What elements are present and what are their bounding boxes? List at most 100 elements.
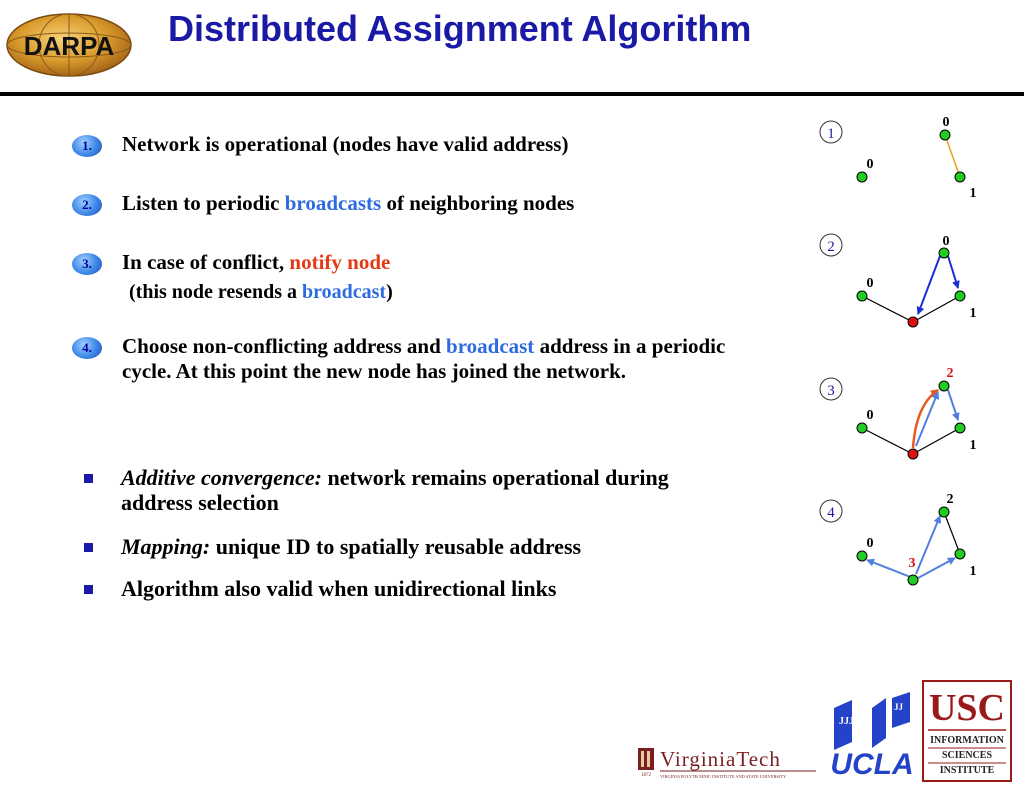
keyword-broadcast: broadcast bbox=[302, 281, 387, 303]
node-new bbox=[907, 574, 919, 586]
panel-step-circle bbox=[819, 377, 843, 401]
svg-text:JJ: JJ bbox=[894, 702, 904, 712]
keyword-broadcasts: broadcasts bbox=[284, 191, 382, 215]
link-line bbox=[861, 295, 914, 323]
node-label-left: 0 bbox=[867, 536, 874, 551]
step-number-badge: 2. bbox=[72, 194, 102, 216]
step-3-subtext: (this node resends a broadcast) bbox=[129, 281, 393, 304]
node-label-left: 0 bbox=[867, 157, 874, 172]
bullet-body: network remains operational during addre… bbox=[121, 465, 669, 515]
bullet-body: unique ID to spatially reusable address bbox=[210, 534, 582, 559]
svg-text:JJJ: JJJ bbox=[839, 716, 854, 727]
step-text: Choose non-conflicting address and broad… bbox=[122, 334, 772, 384]
panel-step-label: 4 bbox=[827, 505, 835, 521]
node-left bbox=[856, 290, 868, 302]
broadcast-arrow bbox=[866, 558, 914, 579]
step-text: Listen to periodic broadcasts of neighbo… bbox=[122, 191, 782, 216]
step-text: In case of conflict, notify node bbox=[122, 250, 782, 275]
subtext-before: (this node resends a bbox=[129, 281, 302, 303]
step-number-badge: 4. bbox=[72, 337, 102, 359]
step-text-before: Listen to periodic bbox=[122, 191, 285, 215]
node-right bbox=[954, 548, 966, 560]
node-label-right: 1 bbox=[970, 438, 977, 453]
link-line bbox=[944, 134, 961, 178]
node-label-top: 2 bbox=[947, 492, 954, 507]
node-label-left: 0 bbox=[867, 276, 874, 291]
keyword-broadcast: broadcast bbox=[446, 334, 535, 358]
node-label-right: 1 bbox=[970, 564, 977, 579]
bullet-text: Mapping: unique ID to spatially reusable… bbox=[121, 534, 721, 559]
bullet-text: Algorithm also valid when unidirectional… bbox=[121, 576, 557, 601]
title-divider bbox=[0, 92, 1024, 96]
usc-wordmark: USC bbox=[929, 687, 1005, 729]
node-label-top: 2 bbox=[947, 366, 954, 381]
panel-step-circle bbox=[819, 499, 843, 523]
broadcast-arrow bbox=[915, 515, 942, 575]
bullet-square-icon bbox=[84, 585, 93, 594]
broadcast-arrow bbox=[947, 255, 960, 289]
bullet-square-icon bbox=[84, 474, 93, 483]
node-top bbox=[938, 247, 950, 259]
node-left bbox=[856, 171, 868, 183]
diagram-panel-2: 2 0 0 1 bbox=[819, 233, 977, 328]
usc-line-2: SCIENCES bbox=[942, 750, 992, 761]
node-right bbox=[954, 171, 966, 183]
diagram-panel-4: 4 2 0 1 3 bbox=[819, 492, 977, 586]
usc-isi-logo: USC INFORMATION SCIENCES INSTITUTE bbox=[922, 680, 1012, 782]
node-label-bottom: 3 bbox=[909, 556, 916, 571]
vt-wordmark: VirginiaTech bbox=[660, 747, 781, 771]
usc-line-1: INFORMATION bbox=[930, 735, 1004, 746]
bullet-emphasis: Additive convergence: bbox=[121, 465, 322, 490]
bullet-text: Additive convergence: network remains op… bbox=[121, 465, 721, 515]
keyword-notify-node: notify node bbox=[289, 250, 391, 274]
diagram-panel-3: 3 2 0 1 bbox=[819, 366, 977, 460]
link-line bbox=[943, 511, 961, 555]
node-label-left: 0 bbox=[867, 408, 874, 423]
link-line bbox=[912, 427, 961, 455]
step-text-before: Choose non-conflicting address and bbox=[122, 334, 447, 358]
panel-step-circle bbox=[819, 233, 843, 257]
link-line bbox=[912, 295, 961, 323]
node-top bbox=[939, 129, 951, 141]
node-left bbox=[856, 550, 868, 562]
link-line bbox=[861, 427, 914, 455]
node-label-top: 0 bbox=[943, 234, 950, 249]
node-label-right: 1 bbox=[970, 186, 977, 201]
broadcast-arrow bbox=[915, 391, 940, 447]
node-right bbox=[954, 290, 966, 302]
usc-line-3: INSTITUTE bbox=[940, 765, 995, 776]
step-text: Network is operational (nodes have valid… bbox=[122, 132, 569, 156]
step-number-badge: 3. bbox=[72, 253, 102, 275]
bullet-emphasis: Mapping: bbox=[121, 534, 211, 559]
panel-step-label: 3 bbox=[827, 383, 835, 399]
diagram-panel-1: 1 0 0 1 bbox=[819, 115, 977, 201]
broadcast-arrow bbox=[916, 255, 941, 315]
bullet-square-icon bbox=[84, 543, 93, 552]
ucla-logo: JJJ JJ UCLA bbox=[830, 692, 914, 781]
panel-step-circle bbox=[819, 120, 843, 144]
step-number-badge: 1. bbox=[72, 135, 102, 157]
node-label-right: 1 bbox=[970, 306, 977, 321]
step-text-before: In case of conflict, bbox=[122, 250, 290, 274]
virginia-tech-logo: 1872 VirginiaTech VIRGINIA POLYTECHNIC I… bbox=[638, 747, 816, 779]
assignment-diagram: 1 0 0 1 2 0 0 1 3 2 0 bbox=[819, 115, 977, 586]
node-new-conflict bbox=[907, 448, 919, 460]
vt-subtitle: VIRGINIA POLYTECHNIC INSTITUTE AND STATE… bbox=[660, 774, 787, 779]
step-text-after: of neighboring nodes bbox=[381, 191, 575, 215]
node-left bbox=[856, 422, 868, 434]
page-title: Distributed Assignment Algorithm bbox=[168, 8, 752, 49]
panel-step-label: 2 bbox=[827, 239, 835, 255]
node-new-conflict bbox=[907, 316, 919, 328]
broadcast-arrow bbox=[917, 557, 956, 579]
node-label-top: 0 bbox=[943, 115, 950, 130]
darpa-logo: DARPA bbox=[6, 13, 132, 77]
vt-year: 1872 bbox=[641, 773, 652, 778]
step-text-after: address in a periodic cycle. At this poi… bbox=[122, 334, 726, 383]
node-right bbox=[954, 422, 966, 434]
panel-step-label: 1 bbox=[827, 126, 835, 142]
subtext-after: ) bbox=[386, 281, 393, 303]
node-top bbox=[938, 380, 950, 392]
vt-shield-icon bbox=[638, 748, 654, 770]
broadcast-arrow bbox=[947, 389, 960, 421]
node-top bbox=[938, 506, 950, 518]
